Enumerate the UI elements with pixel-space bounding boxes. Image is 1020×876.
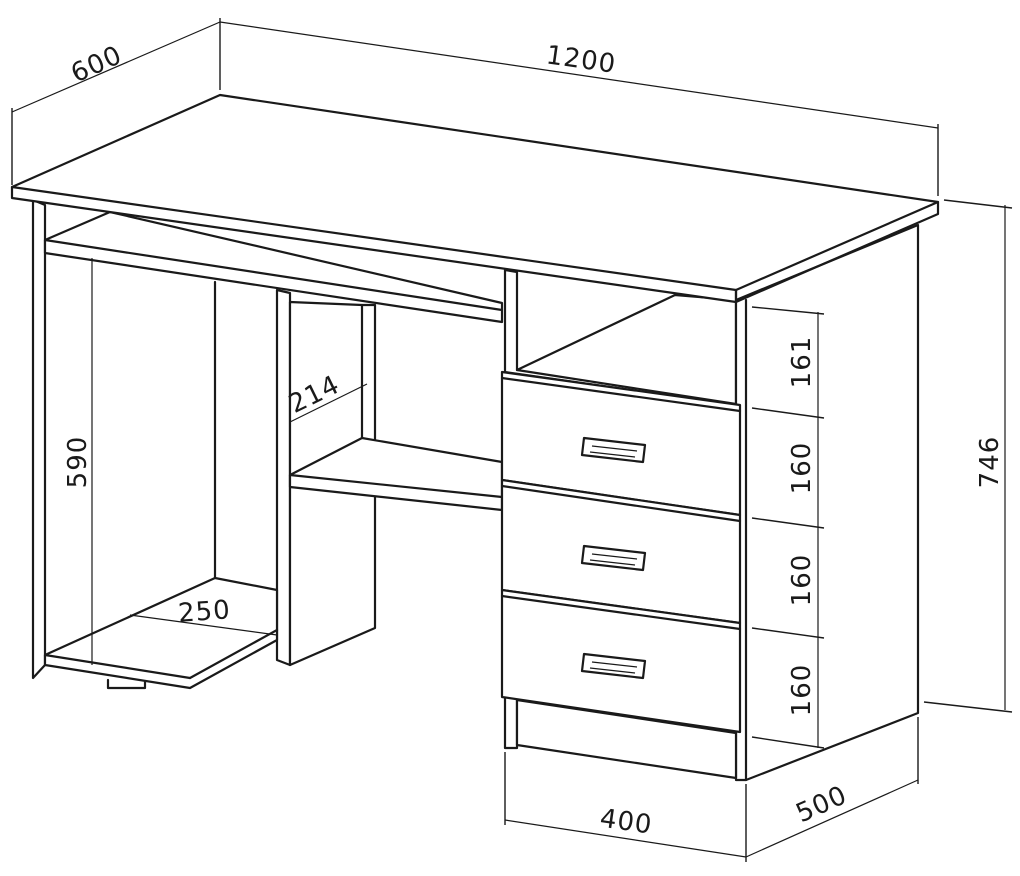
dim-line-shelf [289,383,368,423]
label-stand-depth: 250 [177,595,232,629]
dim-line-width [219,21,939,129]
tabletop-front-edge [10,185,738,292]
label-drawer-3: 160 [787,554,817,607]
pedestal-plinth [503,693,519,750]
dim-line-pedestal-depth [745,779,919,858]
tabletop [10,93,940,304]
cpu-stand-wheel [106,678,147,690]
cpu-stand-top-edge [43,653,192,680]
left-side-panel [31,198,47,680]
tabletop-right-edge [734,200,940,304]
dim-line-depth [11,21,221,113]
label-depth: 600 [67,40,127,89]
label-pedestal-depth: 500 [792,780,852,829]
label-leg-space: 590 [63,436,93,489]
dim-line-stand [129,614,278,636]
label-drawer-4: 160 [787,664,817,717]
label-drawer-2: 160 [787,442,817,495]
keyboard-tray-front [43,238,504,312]
dim-line-pedestal-width [504,819,747,858]
label-drawer-1: 161 [787,336,817,389]
label-pedestal-width: 400 [598,804,654,841]
drawer-handle-middle [580,544,647,572]
plinth-front [515,698,738,780]
drawer-middle-lip [500,484,742,523]
label-width: 1200 [544,40,618,79]
cpu-stand [43,576,279,690]
drawer-bottom-lip [500,594,742,631]
middle-partition [275,288,292,667]
cpu-stand-side-edge [188,628,279,680]
shelf-front-edge [288,473,504,499]
drawer-handle-bottom [580,652,647,680]
keyboard-tray [43,210,504,324]
drawer-top-lip [500,376,742,413]
label-height: 746 [975,436,1005,489]
drawer-handle-top [580,436,647,464]
